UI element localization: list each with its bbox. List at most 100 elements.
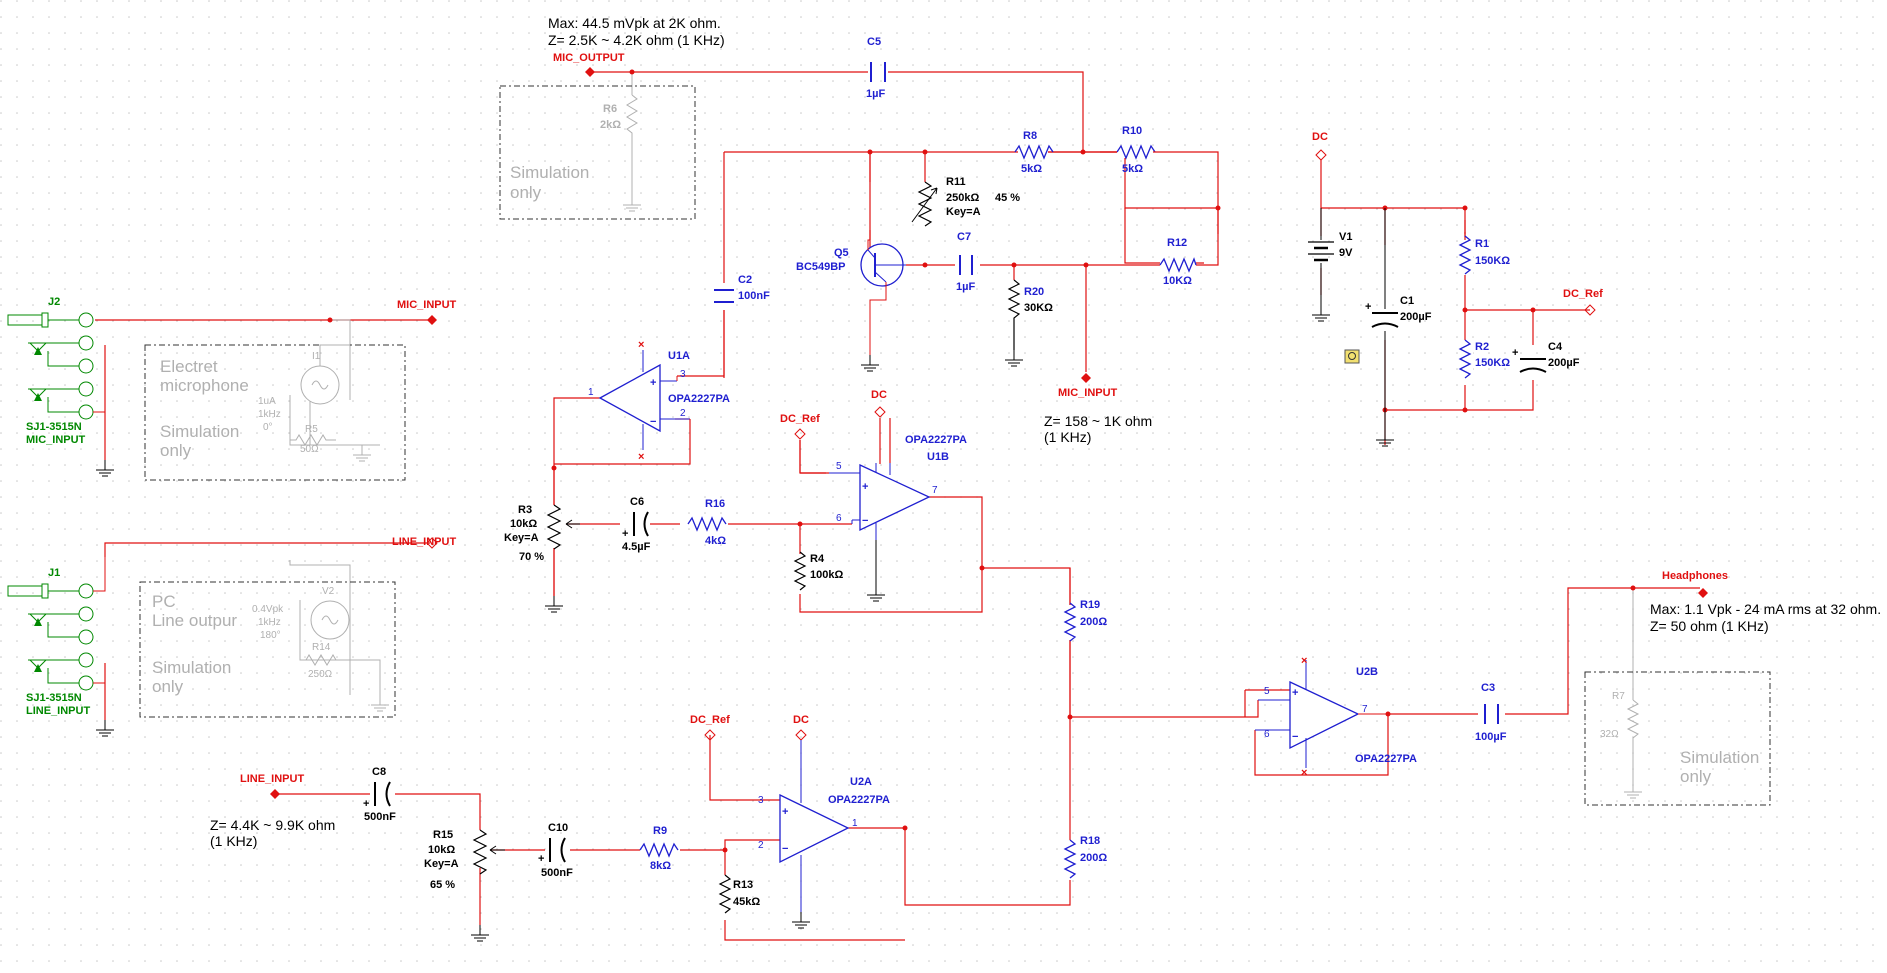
c5-value: 1µF xyxy=(866,88,885,100)
transistor-q5[interactable]: Q5 BC549BP xyxy=(796,239,906,372)
capacitor-c8[interactable]: + C8 500nF xyxy=(363,766,396,823)
battery-v1[interactable]: V1 9V xyxy=(1308,208,1353,322)
net-dc-u1b-label: DC xyxy=(871,389,887,401)
r2-ref: R2 xyxy=(1475,341,1489,353)
resistor-r1[interactable]: R1 150KΩ xyxy=(1458,235,1510,275)
j2-net: MIC_INPUT xyxy=(26,434,86,446)
c6-plus-icon: + xyxy=(622,528,628,540)
resistor-r2[interactable]: R2 150KΩ xyxy=(1458,339,1510,382)
opamp-u2a[interactable]: + − 3 2 1 U2A OPA2227PA xyxy=(758,740,890,929)
j1-ref: J1 xyxy=(48,567,60,579)
u1a-nc-bottom-icon: × xyxy=(638,451,644,463)
v1-ref: V1 xyxy=(1339,231,1352,243)
potentiometer-r15[interactable]: R15 10kΩ Key=A 65 % xyxy=(424,829,505,942)
net-mic-input-right-label: MIC_INPUT xyxy=(397,299,457,311)
j2-value: SJ1-3515N xyxy=(26,421,82,433)
resistor-r18[interactable]: R18 200Ω xyxy=(1063,835,1107,880)
u1b-pin-plus: 5 xyxy=(836,461,842,472)
u2b-pin-out: 7 xyxy=(1362,704,1368,715)
u1a-wire xyxy=(676,376,691,464)
net-mic-output[interactable]: MIC_OUTPUT xyxy=(553,52,625,77)
net-dc-top[interactable]: DC xyxy=(1312,131,1328,161)
net-dc-ref-right[interactable]: DC_Ref xyxy=(1563,288,1603,316)
i1-ref: I1 xyxy=(312,351,321,362)
resistor-r6[interactable]: R6 2kΩ xyxy=(600,94,642,212)
note-mic-input-z1: Z= 158 ~ 1K ohm xyxy=(1044,413,1152,429)
net-dc-ref-u1b[interactable]: DC_Ref xyxy=(780,413,820,440)
resistor-r5[interactable]: R5 50Ω xyxy=(290,424,372,462)
c1-value: 200µF xyxy=(1400,311,1432,323)
net-mic-input-center-label: MIC_INPUT xyxy=(1058,387,1118,399)
capacitor-c2[interactable]: C2 100nF xyxy=(712,274,770,310)
r7-value: 32Ω xyxy=(1600,729,1619,740)
resistor-r7[interactable]: R7 32Ω xyxy=(1600,691,1643,799)
net-mic-input-center[interactable]: MIC_INPUT xyxy=(1058,373,1118,399)
resistor-r14[interactable]: R14 250Ω xyxy=(300,642,390,712)
opamp-u2b[interactable]: + − × × 5 6 7 U2B OPA2227PA xyxy=(1255,655,1417,779)
c10-ref: C10 xyxy=(548,822,568,834)
u1a-plus-sign: + xyxy=(650,377,656,389)
net-dc-ref-u2a[interactable]: DC_Ref xyxy=(690,714,730,741)
r10-wire xyxy=(1100,151,1219,208)
voltage-source-v2[interactable]: V2 0.4Vpk 1kHz 180° xyxy=(252,586,350,641)
u2b-value: OPA2227PA xyxy=(1355,753,1417,765)
c2-ref: C2 xyxy=(738,274,752,286)
sim-box3-text2: only xyxy=(152,677,184,696)
r13-value: 45kΩ xyxy=(733,896,760,908)
net-dc-ref-u2a-label: DC_Ref xyxy=(690,714,730,726)
capacitor-c10[interactable]: + C10 500nF xyxy=(538,822,573,879)
resistor-r4[interactable]: R4 100kΩ xyxy=(793,551,843,594)
net-dc-u1b[interactable]: DC xyxy=(871,389,887,418)
net-dc-ref-right-label: DC_Ref xyxy=(1563,288,1603,300)
potentiometer-r11[interactable]: R11 250kΩ 45 % Key=A xyxy=(911,176,1020,230)
c7-value: 1µF xyxy=(956,281,975,293)
capacitor-c3[interactable]: C3 100µF xyxy=(1475,682,1507,743)
resistor-r19[interactable]: R19 200Ω xyxy=(1063,599,1107,642)
i1-l2: 1kHz xyxy=(258,409,281,420)
q5-value: BC549BP xyxy=(796,261,846,273)
net-dc-u2a[interactable]: DC xyxy=(793,714,809,741)
resistor-r10[interactable]: R10 5kΩ xyxy=(1116,125,1156,175)
resistor-r16[interactable]: R16 4kΩ xyxy=(687,498,727,547)
r16-ref: R16 xyxy=(705,498,725,510)
capacitor-c4[interactable]: + C4 200µF xyxy=(1512,341,1580,375)
resistor-r8[interactable]: R8 5kΩ xyxy=(1014,130,1054,175)
c4-plus-icon: + xyxy=(1512,347,1518,359)
r3-ref: R3 xyxy=(518,504,532,516)
net-mic-input-right[interactable]: MIC_INPUT xyxy=(397,299,457,325)
sim-box2-electret2: microphone xyxy=(160,376,249,395)
sim-box1-text1: Simulation xyxy=(510,163,589,182)
j1-net: LINE_INPUT xyxy=(26,705,90,717)
opamp-u1b[interactable]: + − 5 6 7 OPA2227PA U1B xyxy=(829,434,967,602)
resistor-r20[interactable]: R20 30KΩ xyxy=(1004,279,1053,367)
j2-ref: J2 xyxy=(48,296,60,308)
capacitor-c1[interactable]: + C1 200µF xyxy=(1365,208,1432,447)
r9-ref: R9 xyxy=(653,825,667,837)
net-dc-u2a-label: DC xyxy=(793,714,809,726)
r11-ref: R11 xyxy=(946,176,966,188)
c8-ref: C8 xyxy=(372,766,386,778)
sim-box1-text2: only xyxy=(510,183,542,202)
r15-pct: 65 % xyxy=(430,879,455,891)
capacitor-c7[interactable]: C7 1µF xyxy=(956,231,977,293)
capacitor-c5[interactable]: C5 1µF xyxy=(866,36,886,100)
resistor-r13[interactable]: R13 45kΩ xyxy=(718,874,760,917)
potentiometer-r3[interactable]: R3 10kΩ Key=A 70 % xyxy=(504,504,580,613)
capacitor-c6[interactable]: + C6 4.5µF xyxy=(622,496,651,553)
audio-jack-j1[interactable]: J1 SJ1-3515N LINE_INPUT xyxy=(7,557,115,737)
net-headphones[interactable]: Headphones xyxy=(1662,570,1728,598)
resistor-r12[interactable]: R12 10KΩ xyxy=(1159,237,1197,287)
net-line-input-right[interactable]: LINE_INPUT xyxy=(392,536,456,549)
probe-icon[interactable] xyxy=(1344,349,1360,364)
opamp-u1a[interactable]: + − × × 3 2 1 U1A OPA2227PA xyxy=(588,339,730,463)
audio-jack-j2[interactable]: J2 SJ1-3515N MIC_INPUT xyxy=(7,296,115,477)
resistor-r9[interactable]: R9 8kΩ xyxy=(639,825,679,872)
c6-value: 4.5µF xyxy=(622,541,651,553)
r5-ref: R5 xyxy=(305,424,318,435)
sim-box3-pc1: PC xyxy=(152,592,176,611)
current-source-i1[interactable]: I1 1uA 1kHz 0° xyxy=(258,344,350,433)
u1a-pin-minus: 2 xyxy=(680,408,686,419)
net-line-input-lower[interactable]: LINE_INPUT xyxy=(240,773,304,799)
